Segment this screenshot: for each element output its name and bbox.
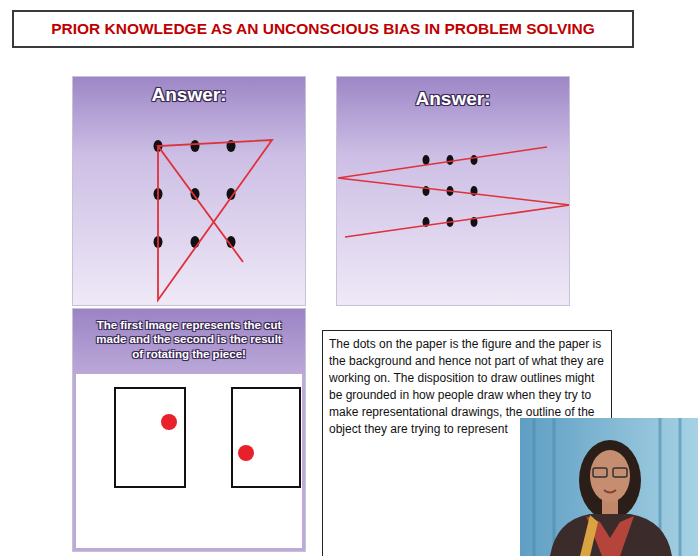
panel-ground [336, 76, 570, 306]
panel-ground [72, 308, 306, 552]
slide-title: PRIOR KNOWLEDGE AS AN UNCONSCIOUS BIAS I… [51, 20, 595, 38]
red-dot [238, 445, 254, 461]
red-dot [161, 414, 177, 430]
paper-square [232, 388, 300, 487]
panel-ground [72, 76, 306, 306]
caption-panel: The first Image represents the cut made … [72, 308, 306, 552]
panel-caption: The first Image represents the cut made … [95, 318, 283, 361]
title-frame: PRIOR KNOWLEDGE AS AN UNCONSCIOUS BIAS I… [12, 10, 634, 48]
solution-line [338, 147, 570, 237]
paper-square [115, 388, 185, 487]
solution-line [158, 140, 272, 300]
speaker-video [520, 418, 698, 556]
panel-heading: Answer: [345, 88, 561, 111]
answer-panel: Answer: [72, 76, 306, 306]
panel-heading: Answer: [81, 84, 297, 107]
answer-panel: Answer: [336, 76, 570, 306]
image-ground [76, 374, 302, 548]
